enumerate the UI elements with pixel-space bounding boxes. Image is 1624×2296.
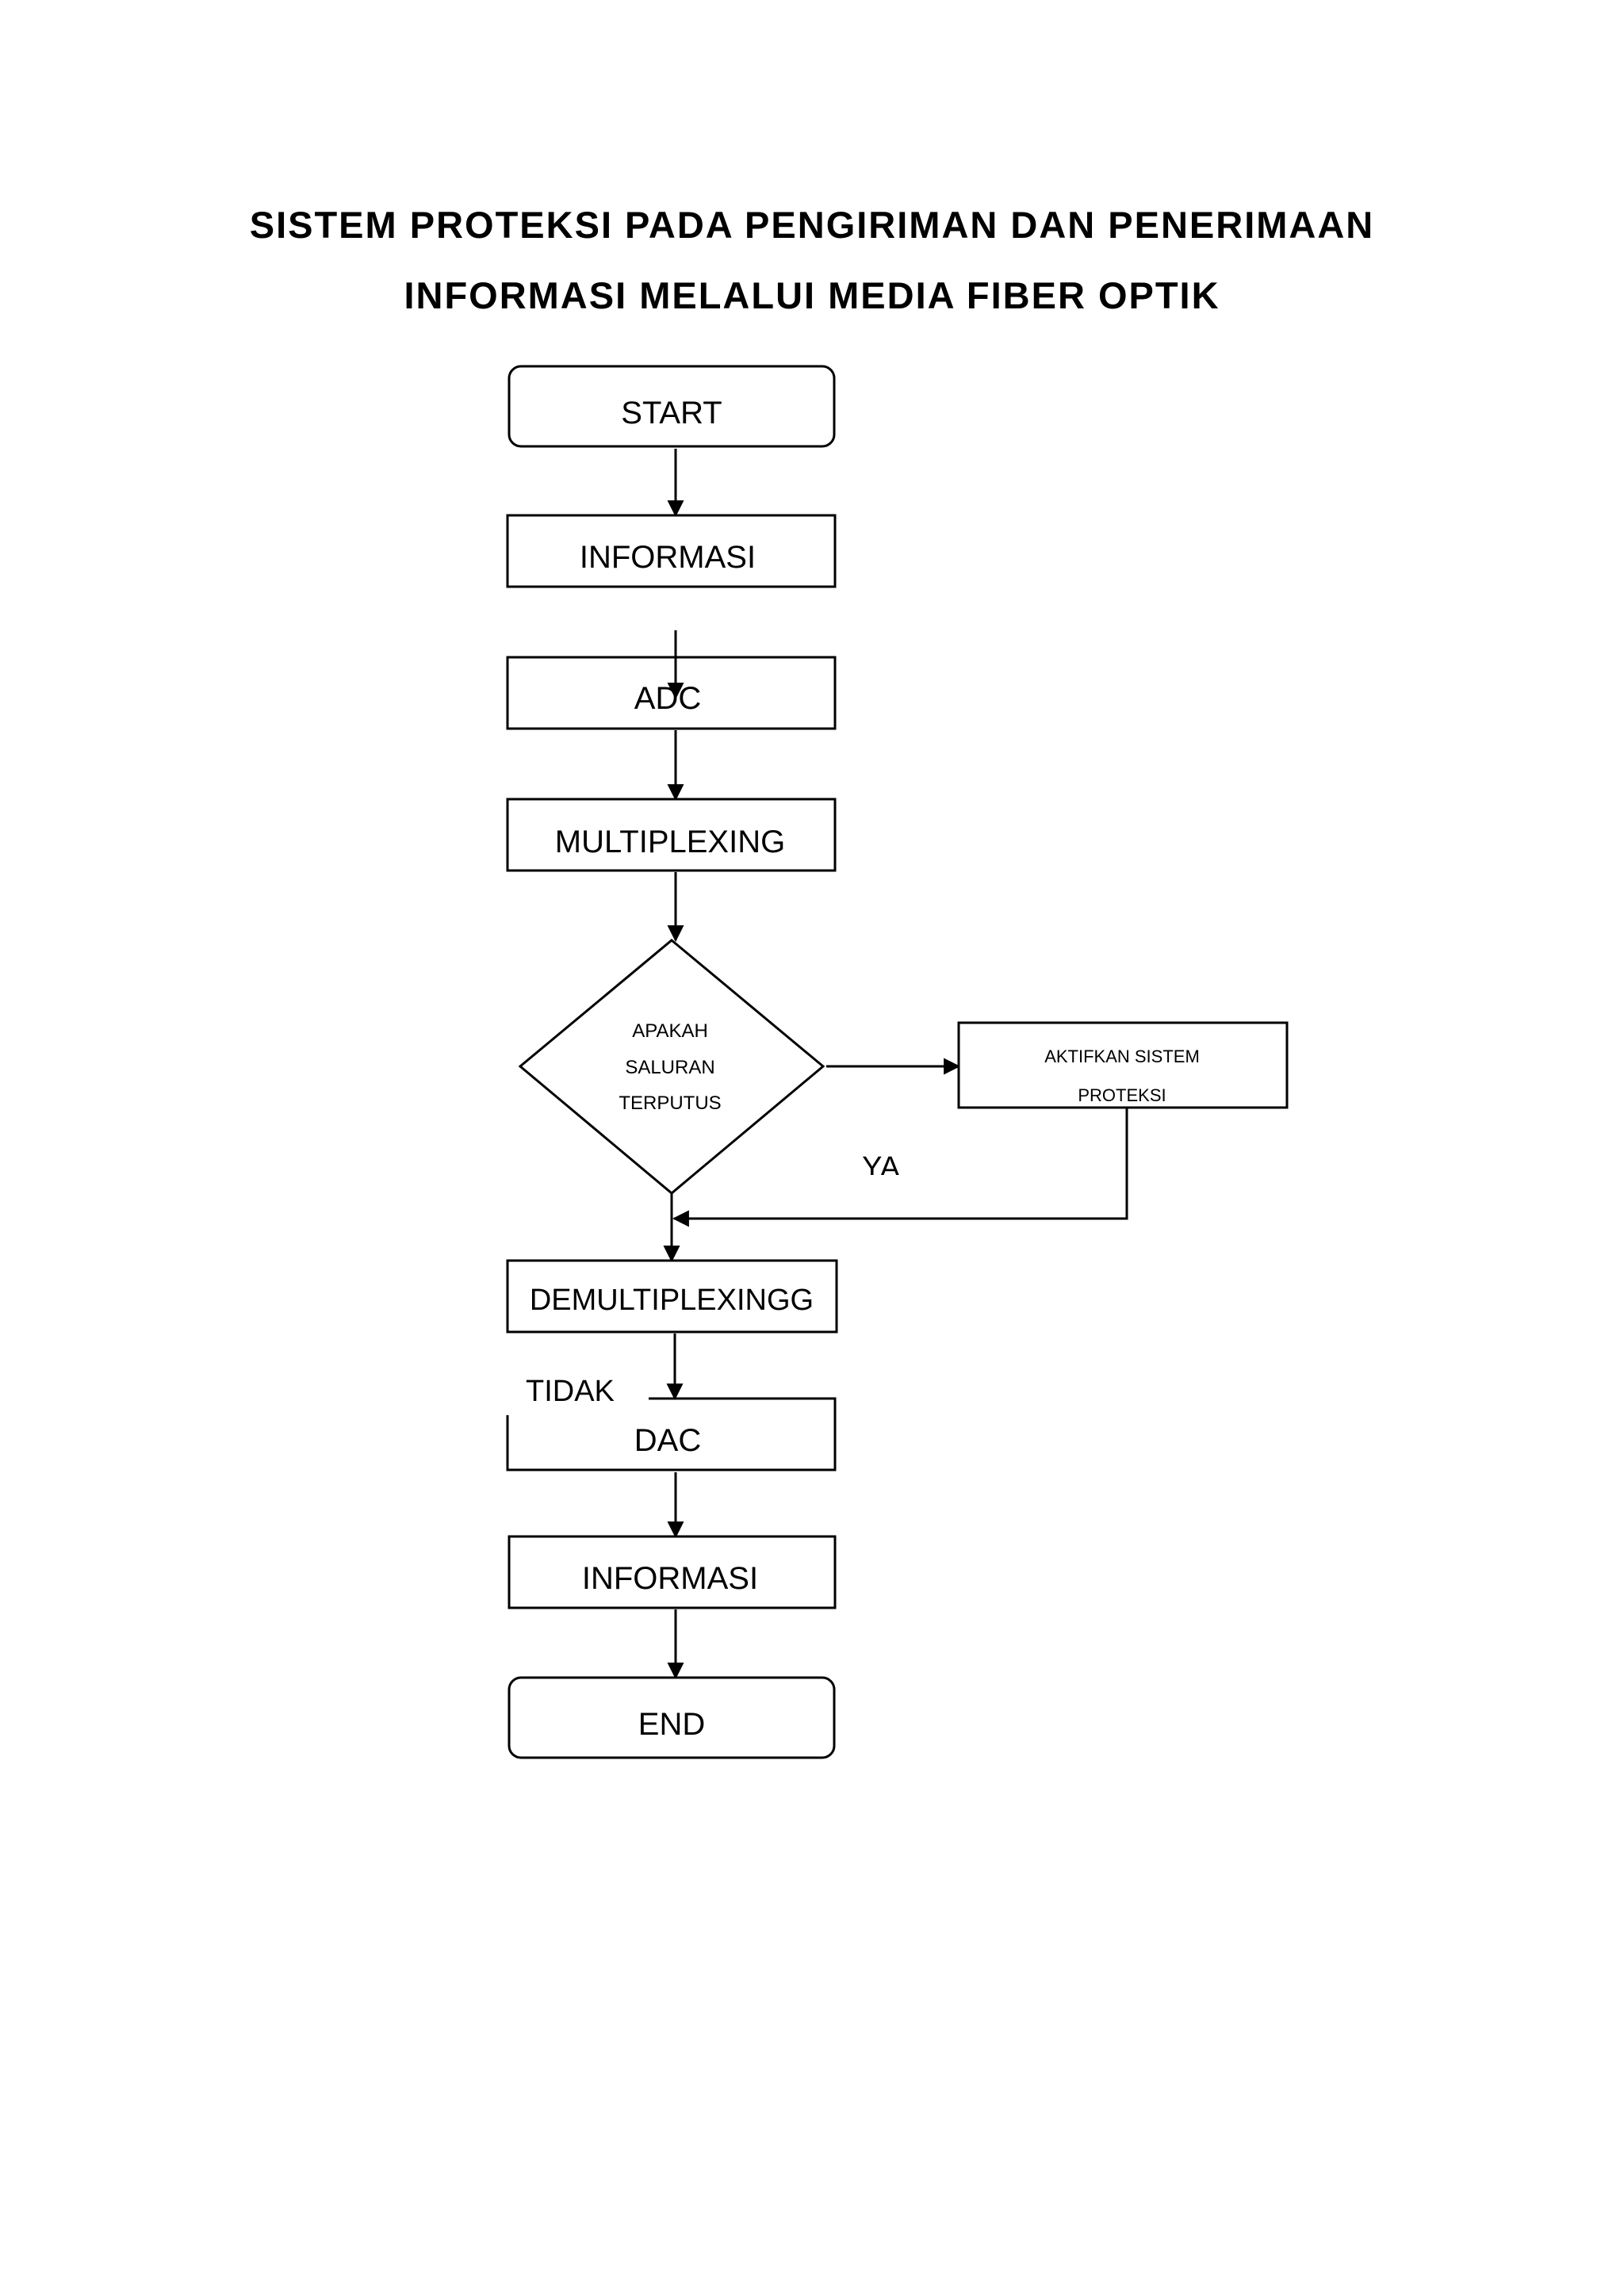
start-label: START: [621, 396, 722, 430]
dac-box: DAC: [506, 1397, 837, 1471]
informasi-input-label: INFORMASI: [580, 540, 756, 575]
end-label: END: [638, 1707, 705, 1742]
page-title-line-1: SISTEM PROTEKSI PADA PENGIRIMAN DAN PENE…: [249, 204, 1375, 246]
demultiplexing-label: DEMULTIPLEXINGG: [530, 1284, 814, 1317]
multiplexing-label: MULTIPLEXING: [555, 825, 785, 859]
start-terminal: START: [508, 365, 836, 448]
decision-label-line-1: APAKAH: [632, 1020, 708, 1042]
informasi-input-box: INFORMASI: [506, 514, 837, 588]
decision-label-line-2: SALURAN: [625, 1057, 714, 1078]
adc-label: ADC: [634, 681, 701, 716]
demultiplexing-box: DEMULTIPLEXINGG: [506, 1259, 838, 1334]
ya-label: YA: [862, 1151, 901, 1184]
page-title-line-2: INFORMASI MELALUI MEDIA FIBER OPTIK: [404, 274, 1220, 316]
informasi-output-label: INFORMASI: [582, 1561, 758, 1596]
tidak-label: TIDAK: [526, 1375, 615, 1408]
dac-label: DAC: [634, 1423, 701, 1458]
multiplexing-box: MULTIPLEXING: [506, 798, 837, 872]
informasi-output-box: INFORMASI: [508, 1535, 837, 1609]
decision-label-line-3: TERPUTUS: [619, 1093, 721, 1114]
adc-box: ADC: [506, 656, 837, 730]
decision-diamond: APAKAH SALURAN TERPUTUS: [518, 939, 825, 1195]
aktifkan-label-line-1: AKTIFKAN SISTEM: [1044, 1047, 1200, 1066]
connector-aktifkan-return: [672, 1108, 1128, 1227]
aktifkan-sistem-proteksi-box: AKTIFKAN SISTEM PROTEKSI: [957, 1021, 1289, 1109]
end-terminal: END: [508, 1676, 836, 1759]
aktifkan-label-line-2: PROTEKSI: [1078, 1085, 1166, 1105]
